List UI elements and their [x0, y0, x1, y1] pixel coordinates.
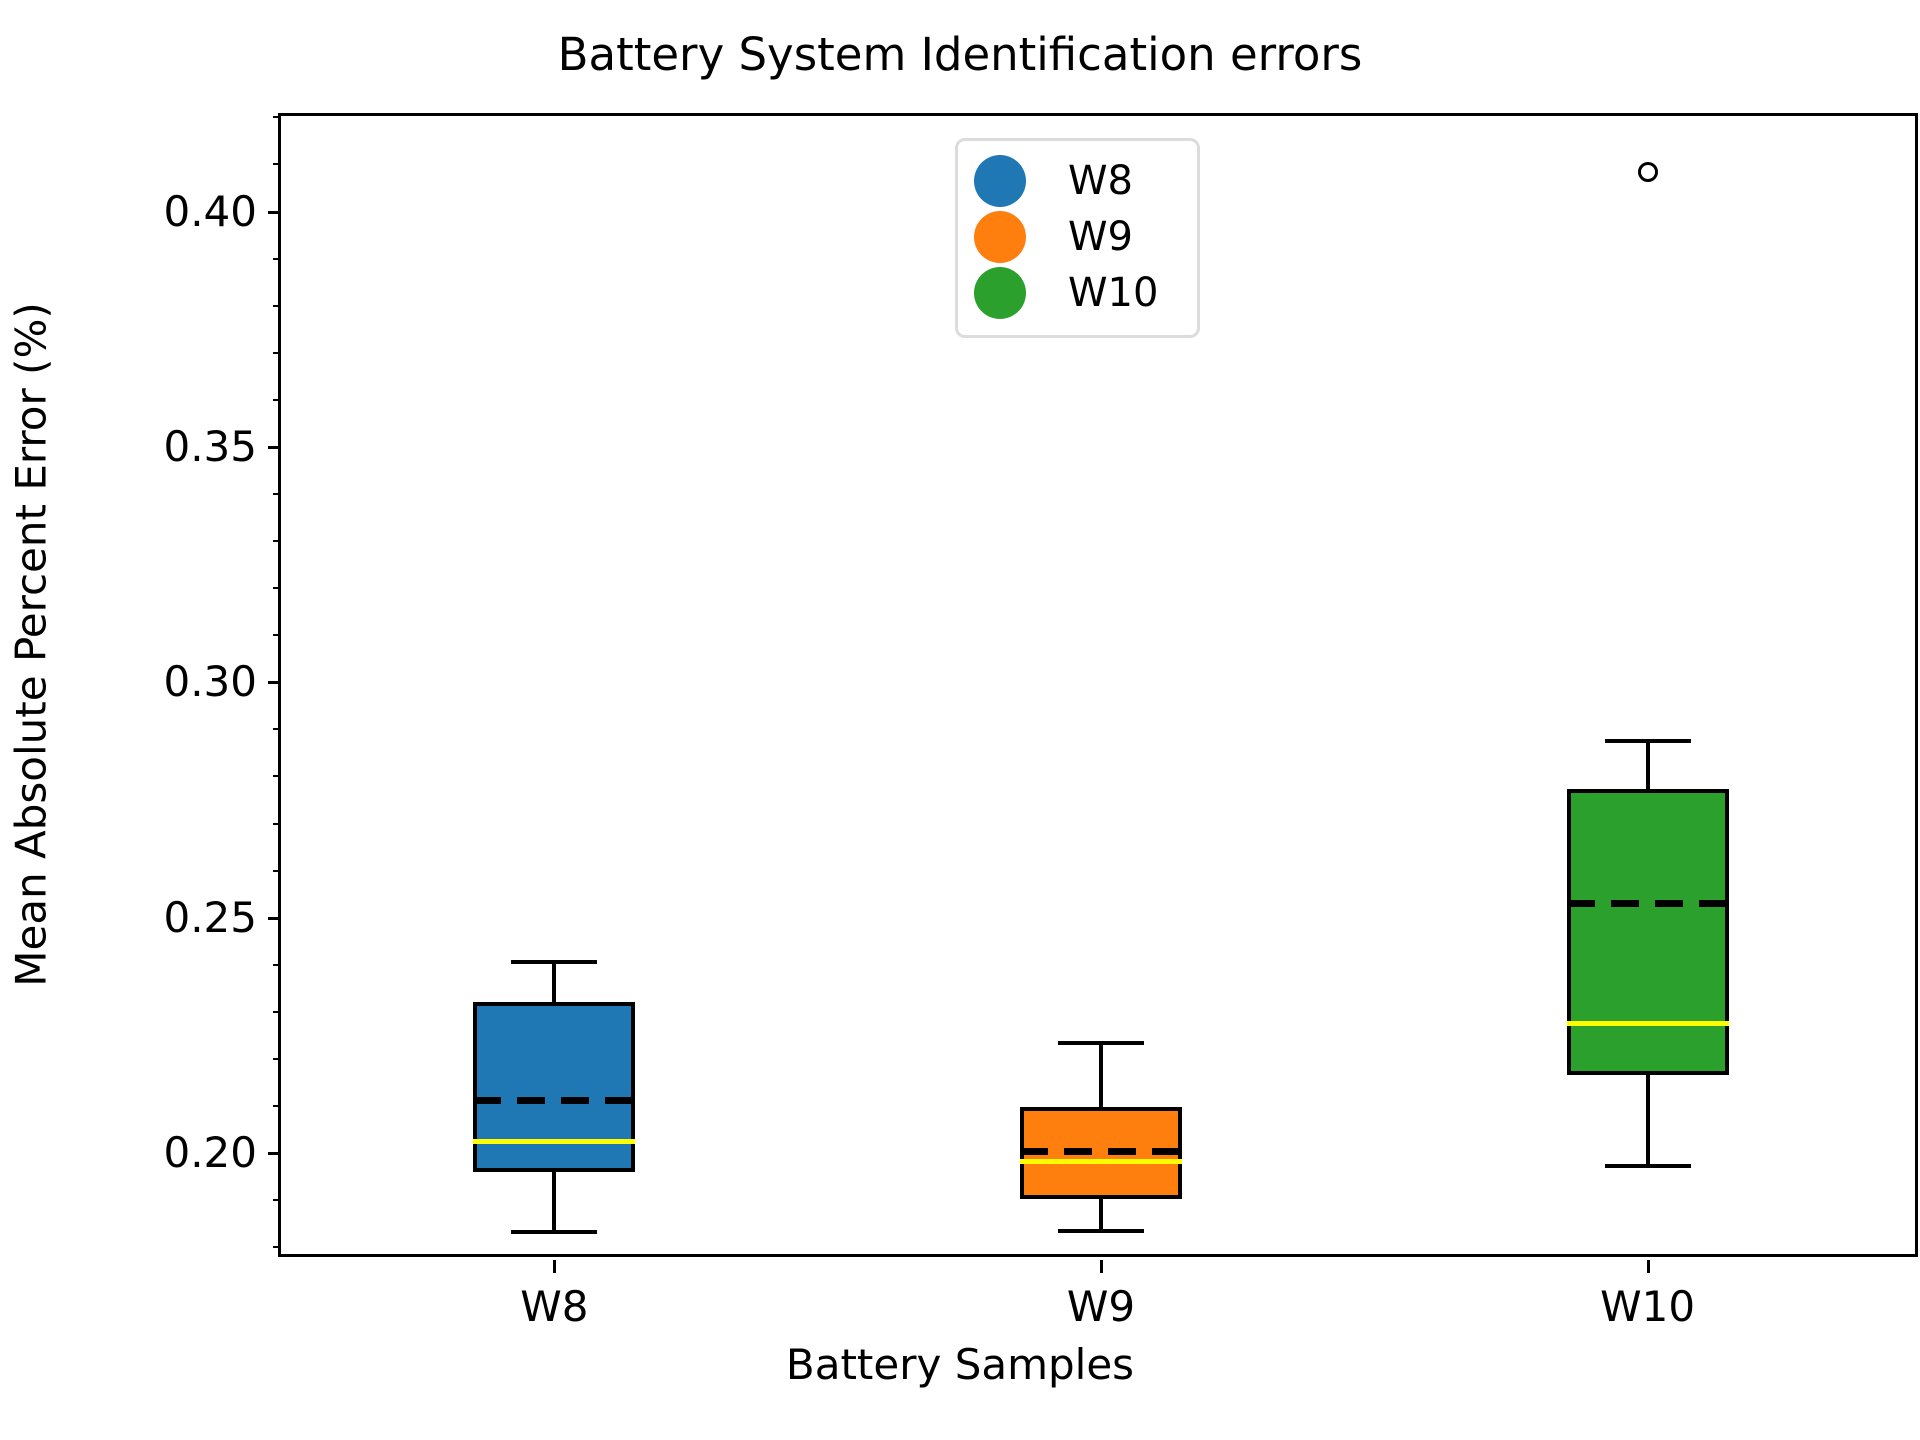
y-tick-mark: [268, 210, 281, 214]
y-tick-mark: [268, 916, 281, 920]
lower-whisker-line: [1099, 1199, 1103, 1231]
y-minor-tick-mark: [273, 1010, 281, 1013]
upper-whisker-line: [552, 961, 557, 1002]
upper-whisker-line: [1645, 740, 1650, 790]
y-minor-tick-mark: [273, 163, 281, 166]
lower-whisker-line: [552, 1171, 557, 1232]
legend-item-w10[interactable]: W10: [974, 265, 1181, 321]
y-minor-tick-mark: [273, 1246, 281, 1249]
box-iqr: [1566, 789, 1729, 1075]
outlier-point: [1637, 162, 1658, 183]
mean-line: [473, 1096, 636, 1104]
legend-item-label: W9: [1068, 214, 1133, 260]
x-tick-mark: [1100, 1260, 1103, 1273]
y-minor-tick-mark: [273, 1057, 281, 1060]
chart-title: Battery System Identification errors: [557, 28, 1363, 81]
y-minor-tick-mark: [273, 257, 281, 260]
lower-whisker-cap: [511, 1229, 598, 1234]
legend-item-label: W10: [1068, 270, 1159, 316]
y-tick-label: 0.30: [163, 657, 257, 707]
y-minor-tick-mark: [273, 822, 281, 825]
y-tick-mark: [268, 1152, 281, 1156]
legend-item-w8[interactable]: W8: [974, 153, 1181, 209]
x-tick-label: W8: [520, 1282, 589, 1331]
legend-marker-circle-icon: [974, 155, 1026, 207]
y-minor-tick-mark: [273, 540, 281, 543]
y-axis-label: Mean Absolute Percent Error (%): [6, 302, 56, 987]
x-tick-label: W10: [1600, 1282, 1696, 1331]
lower-whisker-cap: [1058, 1228, 1144, 1233]
box-iqr: [473, 1001, 636, 1172]
x-axis-label: Battery Samples: [785, 1340, 1135, 1389]
upper-whisker-line: [1099, 1042, 1103, 1107]
legend-item-label: W8: [1068, 158, 1133, 204]
mean-line: [1020, 1147, 1182, 1155]
median-line: [473, 1139, 636, 1145]
lower-whisker-line: [1645, 1074, 1650, 1166]
y-minor-tick-mark: [273, 304, 281, 307]
upper-whisker-cap: [511, 959, 598, 964]
y-minor-tick-mark: [273, 775, 281, 778]
y-minor-tick-mark: [273, 634, 281, 637]
x-tick-mark: [1646, 1260, 1650, 1273]
y-minor-tick-mark: [273, 963, 281, 966]
upper-whisker-cap: [1604, 738, 1691, 743]
y-minor-tick-mark: [273, 492, 281, 495]
y-minor-tick-mark: [273, 728, 281, 731]
lower-whisker-cap: [1604, 1163, 1691, 1168]
y-minor-tick-mark: [273, 1199, 281, 1202]
legend-item-w9[interactable]: W9: [974, 209, 1181, 265]
mean-line: [1566, 900, 1729, 908]
median-line: [1566, 1021, 1729, 1027]
y-minor-tick-mark: [273, 398, 281, 401]
y-tick-label: 0.20: [163, 1128, 257, 1178]
legend-marker-circle-icon: [974, 267, 1026, 319]
y-tick-mark: [268, 445, 281, 449]
y-minor-tick-mark: [273, 351, 281, 354]
y-tick-label: 0.40: [163, 186, 257, 236]
upper-whisker-cap: [1058, 1040, 1144, 1045]
median-line: [1020, 1158, 1182, 1164]
axes-inner: [281, 116, 1915, 1254]
y-minor-tick-mark: [273, 869, 281, 872]
y-tick-label: 0.25: [163, 892, 257, 942]
y-tick-label: 0.35: [163, 421, 257, 471]
y-minor-tick-mark: [273, 116, 281, 119]
y-tick-mark: [268, 681, 281, 685]
x-tick-mark: [553, 1260, 557, 1273]
legend-marker-circle-icon: [974, 211, 1026, 263]
x-tick-label: W9: [1066, 1282, 1136, 1331]
y-minor-tick-mark: [273, 587, 281, 590]
y-minor-tick-mark: [273, 1104, 281, 1107]
